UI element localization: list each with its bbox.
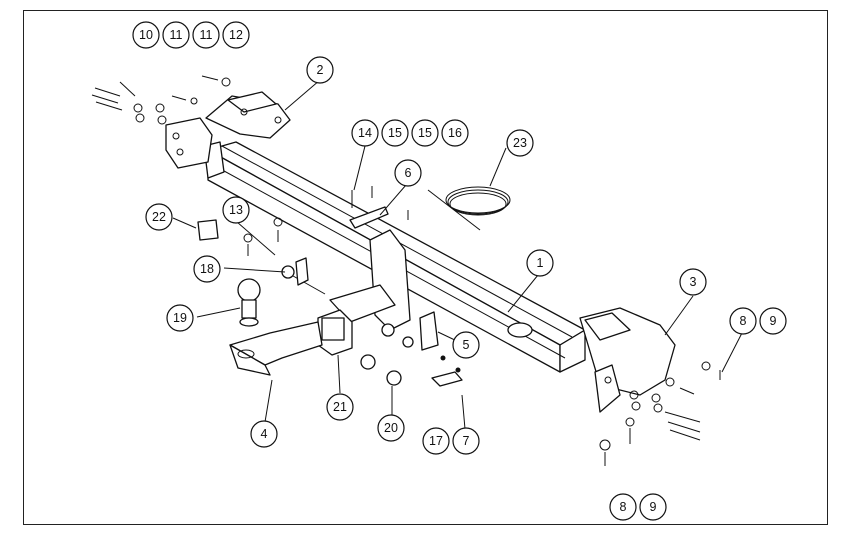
callout-22: 22 [145,203,173,231]
small-brackets [349,206,463,387]
callout-2: 2 [306,56,334,84]
svg-text:22: 22 [152,210,166,224]
svg-text:20: 20 [384,421,398,435]
callout-15a: 15 [381,119,409,147]
svg-text:7: 7 [463,434,470,448]
svg-text:8: 8 [620,500,627,514]
callout-8b: 8 [609,493,637,521]
callout-9a: 9 [759,307,787,335]
callout-4: 4 [250,420,278,448]
wiring-coil [427,186,511,231]
svg-text:2: 2 [317,63,324,77]
svg-text:11: 11 [200,28,213,42]
callout-21: 21 [326,393,354,421]
leader-lines [172,79,744,430]
callout-19: 19 [166,304,194,332]
svg-text:13: 13 [229,203,243,217]
callout-11a: 11 [162,21,190,49]
svg-text:15: 15 [388,126,402,140]
svg-text:15: 15 [418,126,432,140]
callout-15b: 15 [411,119,439,147]
callout-1: 1 [526,249,554,277]
left-side-bracket [165,117,213,169]
svg-text:14: 14 [358,126,372,140]
svg-text:23: 23 [513,136,527,150]
shackles [360,323,414,386]
callout-12: 12 [222,21,250,49]
callout-16: 16 [441,119,469,147]
svg-text:10: 10 [139,28,153,42]
callout-18: 18 [193,255,221,283]
callout-10: 10 [132,21,160,49]
svg-text:12: 12 [229,28,243,42]
hitch-pin [281,257,326,295]
right-side-bracket [579,307,676,413]
svg-text:19: 19 [173,311,187,325]
callout-3: 3 [679,268,707,296]
svg-text:9: 9 [770,314,777,328]
top-left-bracket [205,91,291,139]
svg-text:6: 6 [405,166,412,180]
callout-7: 7 [452,427,480,455]
callout-23: 23 [506,129,534,157]
callout-6: 6 [394,159,422,187]
svg-text:1: 1 [537,256,544,270]
receiver-tube [317,309,353,356]
svg-text:4: 4 [261,427,268,441]
svg-text:21: 21 [333,400,347,414]
svg-text:3: 3 [690,275,697,289]
svg-text:17: 17 [429,434,443,448]
callout-11b: 11 [192,21,220,49]
callout-14: 14 [351,119,379,147]
svg-text:16: 16 [448,126,462,140]
svg-text:11: 11 [170,28,183,42]
callout-8a: 8 [729,307,757,335]
receiver-mount [329,229,411,331]
label-plate [197,219,219,241]
svg-text:8: 8 [740,314,747,328]
callout-20: 20 [377,414,405,442]
callout-17: 17 [422,427,450,455]
callout-13: 13 [222,196,250,224]
svg-text:18: 18 [200,262,214,276]
ball-mount-tongue [229,321,323,376]
callout-5: 5 [452,331,480,359]
svg-text:9: 9 [650,500,657,514]
callout-9b: 9 [639,493,667,521]
fasteners [91,75,721,466]
svg-text:5: 5 [463,338,470,352]
tow-ball [237,278,261,327]
